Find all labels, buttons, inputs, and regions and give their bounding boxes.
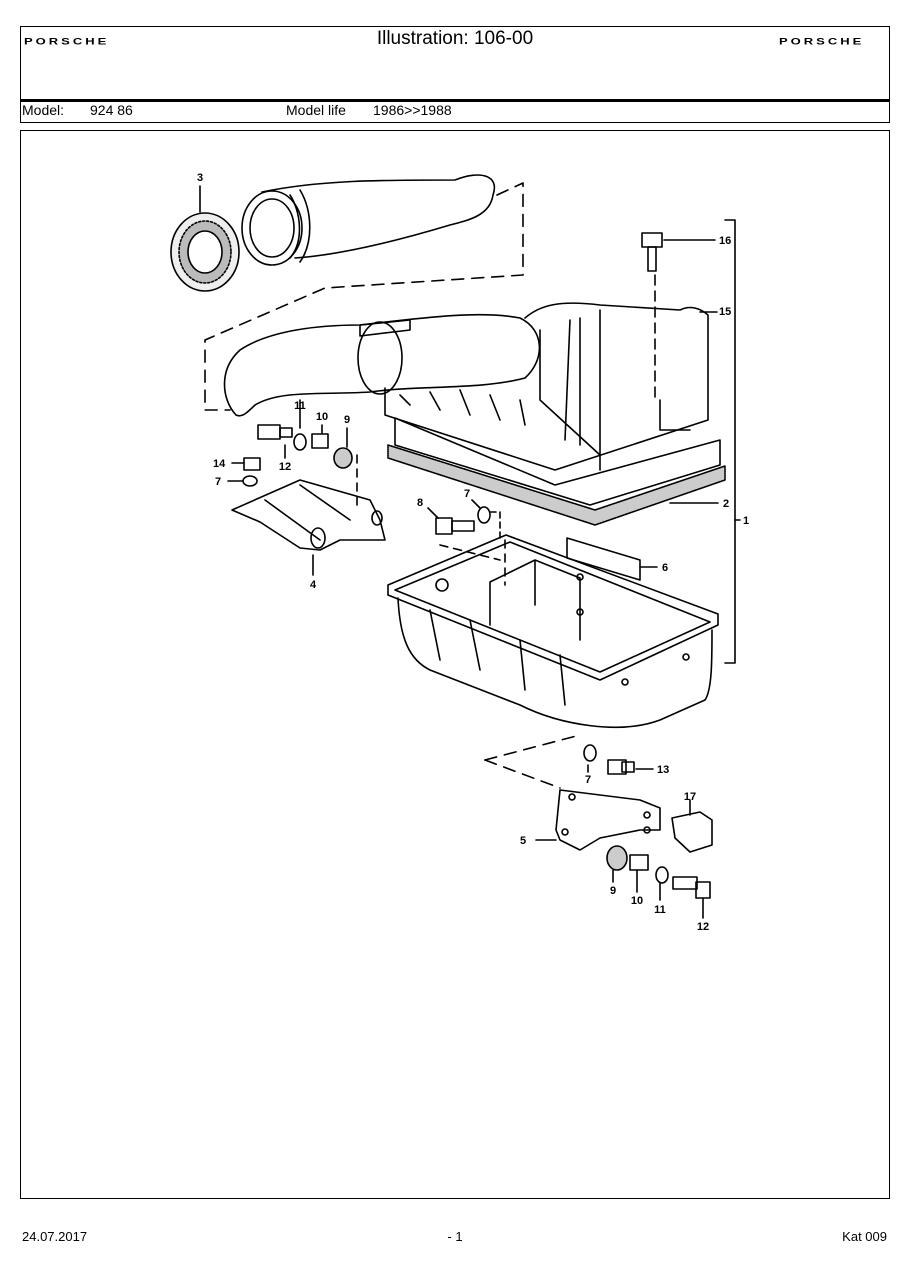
model-value: 924 86 (90, 102, 133, 118)
callout-7a: 7 (215, 476, 221, 488)
hose-routing-line (204, 182, 524, 411)
header-box (20, 26, 890, 123)
filter-element (387, 417, 726, 526)
illustration-title: Illustration: 106-00 (376, 28, 534, 49)
callout-9b: 9 (610, 885, 616, 897)
model-label: Model: (22, 102, 65, 118)
callout-5: 5 (520, 835, 526, 847)
intake-hose-upper (241, 174, 496, 266)
parts-illustration: 3 16 15 11 10 9 14 12 7 7 8 2 1 6 4 7 13… (170, 172, 749, 933)
bracket-5-part (535, 744, 713, 919)
callout-13: 13 (657, 764, 669, 776)
callout-8: 8 (417, 497, 423, 509)
model-life-label: Model life (286, 102, 346, 118)
air-filter-housing-upper (384, 274, 709, 471)
callout-12a: 12 (279, 461, 291, 473)
bolt-8-part (427, 499, 501, 541)
callout-15: 15 (719, 306, 731, 318)
callout-17: 17 (684, 791, 696, 803)
callout-1: 1 (743, 515, 749, 527)
bracket-4-part (227, 399, 386, 576)
callout-11a: 11 (294, 400, 306, 412)
catalog-number: Kat 009 (842, 1229, 887, 1244)
callout-14: 14 (213, 458, 226, 470)
callout-10a: 10 (316, 411, 328, 423)
intake-hose-lower (223, 313, 541, 417)
seal-ring-part (170, 185, 240, 292)
callout-9a: 9 (344, 414, 350, 426)
callout-12b: 12 (697, 921, 709, 933)
callout-6: 6 (662, 562, 668, 574)
callout-7b: 7 (464, 488, 470, 500)
brand-logo-left: PORSCHE (24, 36, 110, 47)
callout-7c: 7 (585, 774, 591, 786)
brand-logo-right: PORSCHE (779, 36, 865, 47)
print-date: 24.07.2017 (22, 1229, 88, 1244)
callout-2: 2 (723, 498, 729, 510)
bolt-16-part (641, 232, 716, 272)
drawing-frame (20, 130, 890, 1199)
callout-4: 4 (310, 579, 317, 591)
page-number: - 1 (447, 1229, 463, 1244)
model-life-value: 1986>>1988 (373, 102, 452, 118)
callout-16: 16 (719, 235, 731, 247)
callout-3: 3 (197, 172, 203, 184)
callout-leaders (639, 219, 741, 664)
callout-10b: 10 (631, 895, 643, 907)
air-filter-housing-lower (387, 534, 719, 789)
callout-11b: 11 (654, 904, 666, 916)
header-rule (20, 99, 890, 102)
